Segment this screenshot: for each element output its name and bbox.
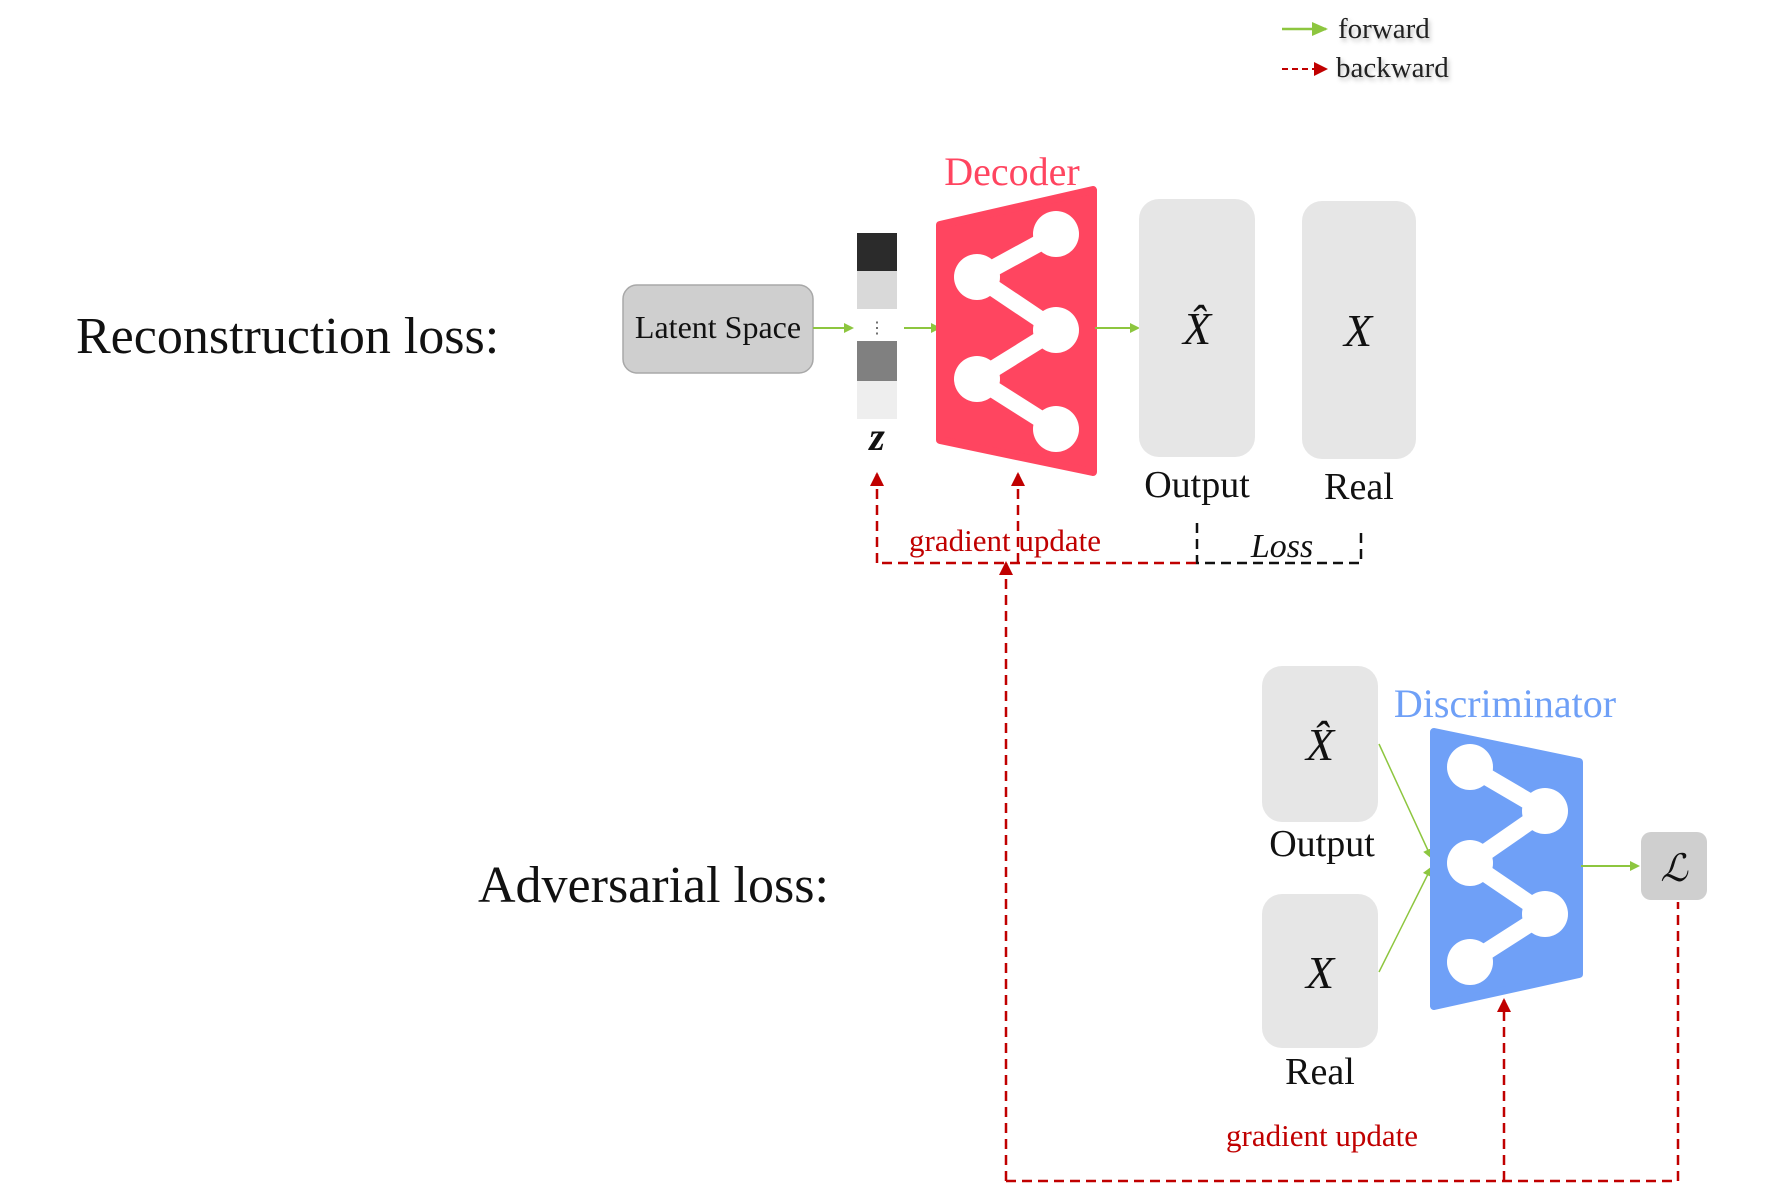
discriminator-label: Discriminator [1394, 681, 1616, 726]
latent-vector-z: ⋮ z [857, 233, 897, 459]
reconstruction-real-box: X [1302, 201, 1416, 459]
reconstruction-output-box: X̂ [1139, 199, 1255, 457]
latent-space-box: Latent Space [622, 284, 814, 374]
adversarial-title: Adversarial loss: [478, 857, 829, 914]
latent-cell-4 [857, 341, 897, 381]
reconstruction-real-label: Real [1324, 466, 1394, 508]
legend-forward: forward [1282, 13, 1430, 45]
adversarial-loss-box: ℒ [1641, 832, 1707, 900]
reconstruction-output-symbol: X̂ [1181, 303, 1213, 354]
adversarial-to-decoder-gradient-path [999, 561, 1680, 1183]
latent-cell-5 [857, 381, 897, 419]
legend-forward-label: forward [1338, 13, 1430, 45]
decoder-network-icon [936, 186, 1097, 476]
reconstruction-real-symbol: X [1342, 305, 1374, 356]
latent-cell-2 [857, 271, 897, 309]
adversarial-gradient-label: gradient update [1226, 1118, 1418, 1153]
adversarial-output-symbol: X̂ [1304, 719, 1336, 770]
legend-backward: backward [1282, 52, 1449, 84]
adversarial-loss-symbol: ℒ [1660, 848, 1689, 890]
adversarial-real-box: X [1262, 894, 1378, 1048]
decoder-label: Decoder [944, 149, 1079, 194]
reconstruction-output-label: Output [1144, 464, 1250, 506]
legend-backward-label: backward [1336, 52, 1449, 84]
latent-space-label: Latent Space [635, 309, 801, 345]
adversarial-output-label: Output [1269, 823, 1375, 865]
adversarial-real-symbol: X [1304, 947, 1336, 998]
forward-arrow-output-to-discriminator [1378, 743, 1433, 859]
latent-cell-3 [857, 309, 897, 341]
discriminator-network-icon [1430, 728, 1583, 1010]
latent-cell-1 [857, 233, 897, 271]
reconstruction-loss-label: Loss [1250, 528, 1313, 565]
adversarial-real-label: Real [1285, 1051, 1355, 1093]
reconstruction-loss-bracket: Loss [1195, 523, 1363, 565]
reconstruction-title: Reconstruction loss: [76, 308, 499, 365]
adversarial-section: Adversarial loss: X̂ Output X Real Discr… [478, 666, 1707, 1153]
legend: forward backward [1282, 13, 1449, 84]
adversarial-output-box: X̂ [1262, 666, 1378, 822]
reconstruction-gradient-path [870, 472, 1196, 565]
latent-dots: ⋮ [869, 320, 885, 337]
forward-arrow-real-to-discriminator [1378, 866, 1432, 973]
reconstruction-section: Reconstruction loss: Latent Space ⋮ z De… [76, 149, 1416, 565]
reconstruction-gradient-label: gradient update [909, 523, 1101, 558]
z-label: z [867, 414, 885, 459]
